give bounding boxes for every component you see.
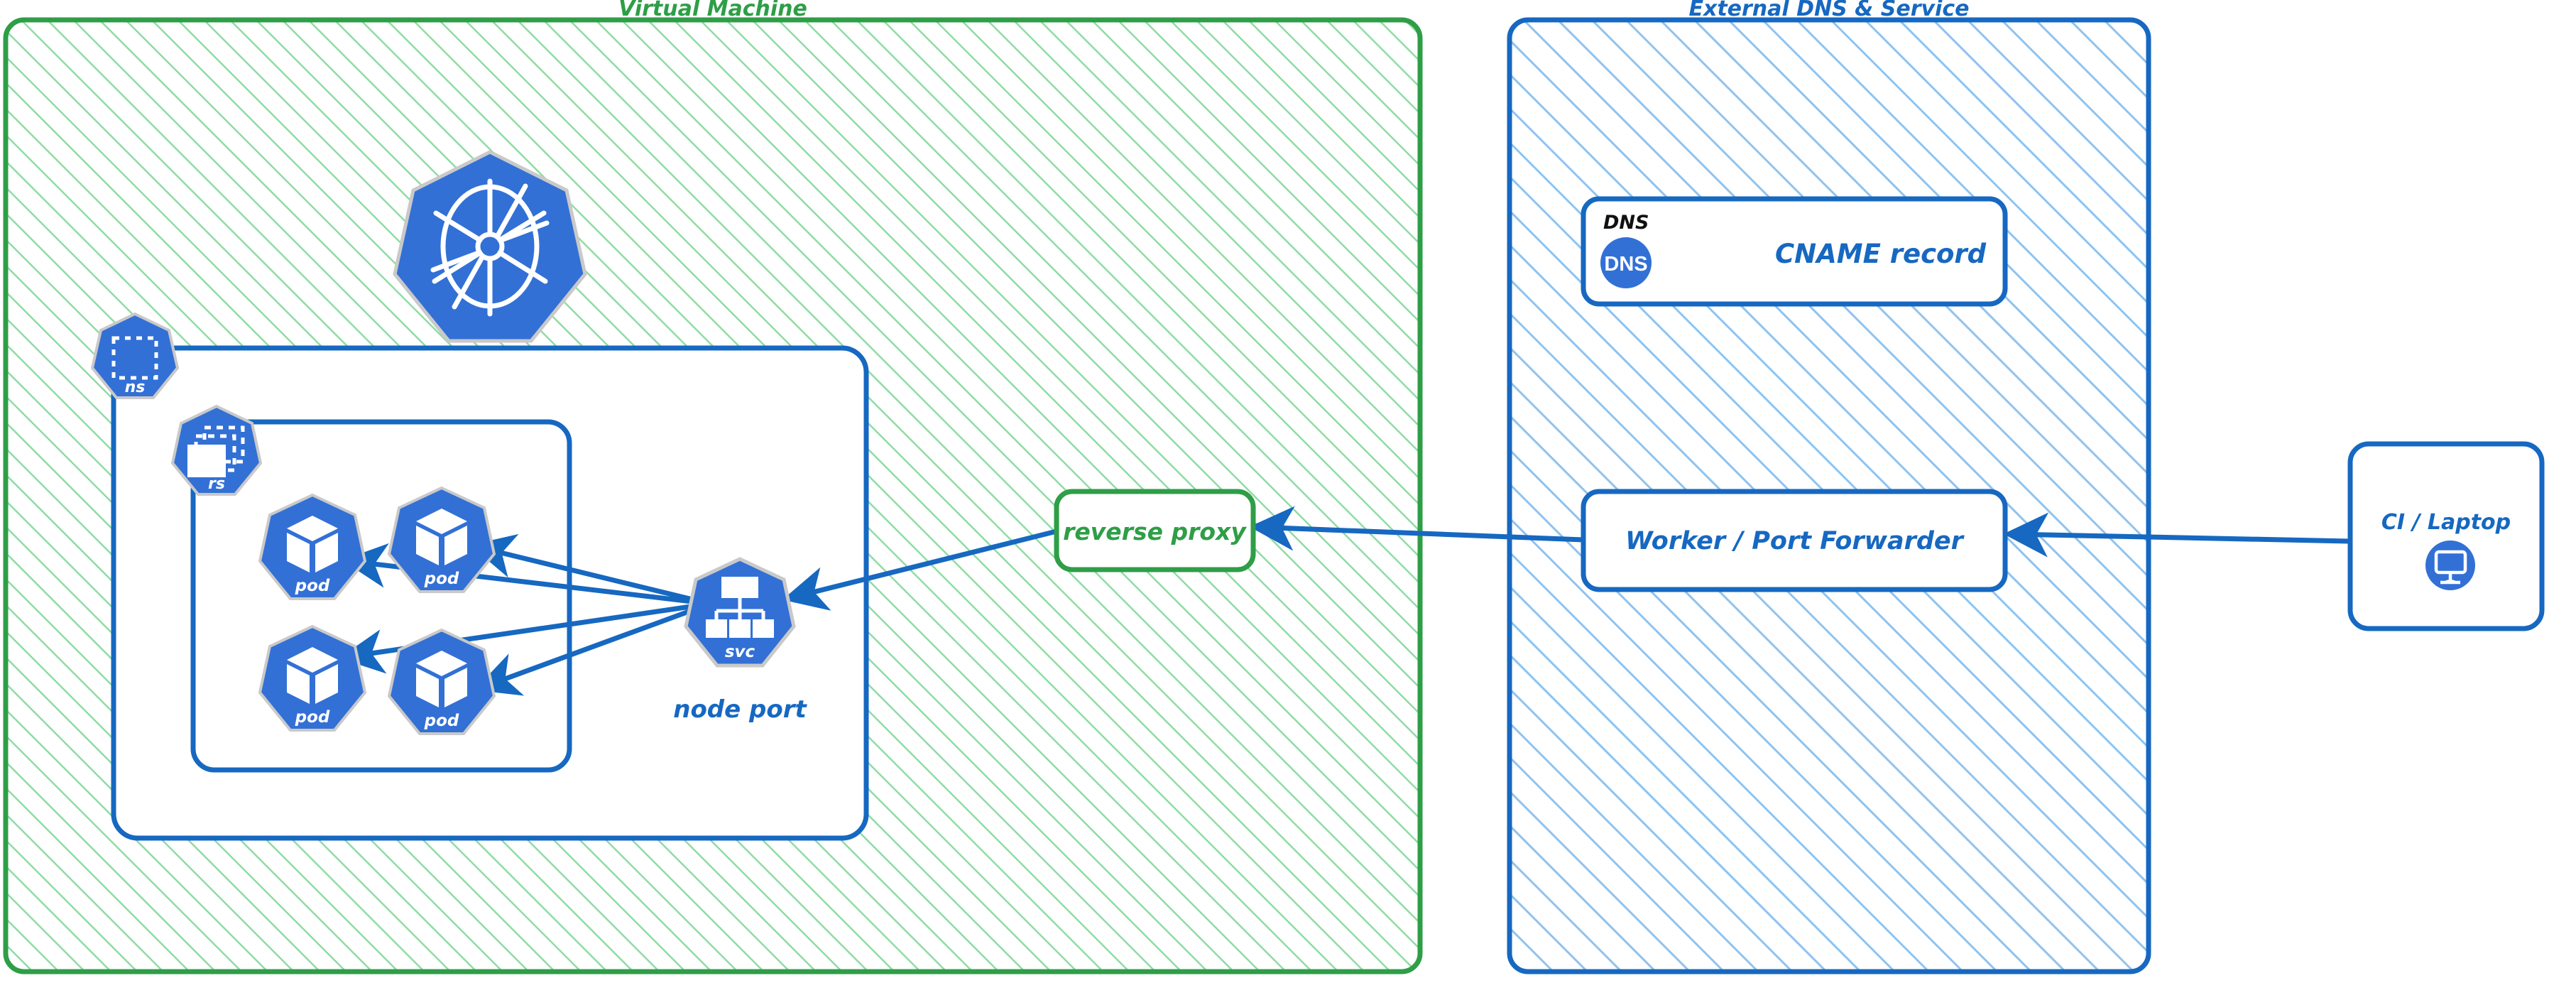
pod-label: pod — [424, 570, 459, 588]
namespace-badge-label: ns — [125, 379, 146, 396]
ci-laptop-label: CI / Laptop — [2381, 510, 2511, 535]
pod-2: pod — [387, 486, 496, 593]
pod-hexagon-shape — [258, 493, 367, 600]
reverse-proxy-box[interactable] — [1054, 489, 1256, 572]
pod-cube-icon — [416, 651, 467, 707]
pod-cube-icon — [287, 647, 338, 704]
zone-external-dns-service: External DNS & Service — [1507, 0, 2151, 974]
external-dns-service-title: External DNS & Service — [1688, 0, 1969, 21]
pod-cube-icon — [416, 509, 467, 565]
dns-cname-label: CNAME record — [1775, 239, 1987, 269]
kubernetes-helm-wheel-logo — [430, 178, 550, 317]
reverse-proxy-node[interactable]: reverse proxy — [1054, 489, 1256, 572]
dns-circle-icon — [1600, 237, 1652, 288]
replicaset-stacked-squares-icon — [187, 425, 245, 477]
node-port-caption: node port — [673, 695, 807, 724]
pod-cube-icon — [287, 516, 338, 572]
worker-port-forwarder-label: Worker / Port Forwarder — [1625, 527, 1965, 555]
pod-hexagon-shape — [258, 624, 367, 732]
ci-laptop-to-worker-arrow — [2003, 512, 2351, 558]
reverse-proxy-label: reverse proxy — [1063, 518, 1247, 545]
kubernetes-logo — [393, 150, 587, 343]
pod-label: pod — [295, 577, 330, 595]
dns-cname-node[interactable]: DNS DNS CNAME record — [1581, 196, 2008, 307]
pod-label: pod — [295, 708, 330, 727]
worker-port-forwarder-box[interactable] — [1581, 489, 2008, 592]
pod-1: pod — [258, 493, 367, 600]
worker-port-forwarder-node[interactable]: Worker / Port Forwarder — [1581, 489, 2008, 592]
dns-icon-label: DNS — [1604, 253, 1647, 276]
node-port-service: svc node port — [673, 557, 808, 724]
dns-cname-box[interactable] — [1581, 196, 2008, 307]
ci-laptop-box[interactable] — [2347, 441, 2545, 631]
svc-to-pod-4-arrow — [474, 601, 711, 696]
pod-4: pod — [387, 628, 496, 735]
service-badge-label: svc — [725, 643, 755, 661]
namespace-badge: ns — [90, 312, 180, 399]
namespace-dashed-square-icon — [111, 336, 158, 380]
pod-hexagon-shape — [387, 628, 496, 735]
dns-corner-label: DNS — [1603, 212, 1649, 234]
pod-hexagon-shape — [387, 486, 496, 593]
ci-laptop-node[interactable]: CI / Laptop — [2347, 441, 2545, 631]
pod-label: pod — [424, 712, 459, 730]
worker-to-reverse-proxy-arrow — [1249, 506, 1584, 551]
service-hierarchy-icon — [706, 577, 774, 638]
replicaset-badge-label: rs — [208, 475, 225, 493]
virtual-machine-title: Virtual Machine — [618, 0, 807, 21]
svc-to-pod-2-arrow — [469, 533, 711, 607]
kubernetes-hexagon-shape — [393, 150, 587, 343]
replicaset-badge: rs — [170, 404, 263, 496]
desktop-monitor-circle-icon — [2425, 541, 2475, 590]
reverse-proxy-to-svc-arrow — [782, 528, 1057, 611]
pod-3: pod — [258, 624, 367, 732]
